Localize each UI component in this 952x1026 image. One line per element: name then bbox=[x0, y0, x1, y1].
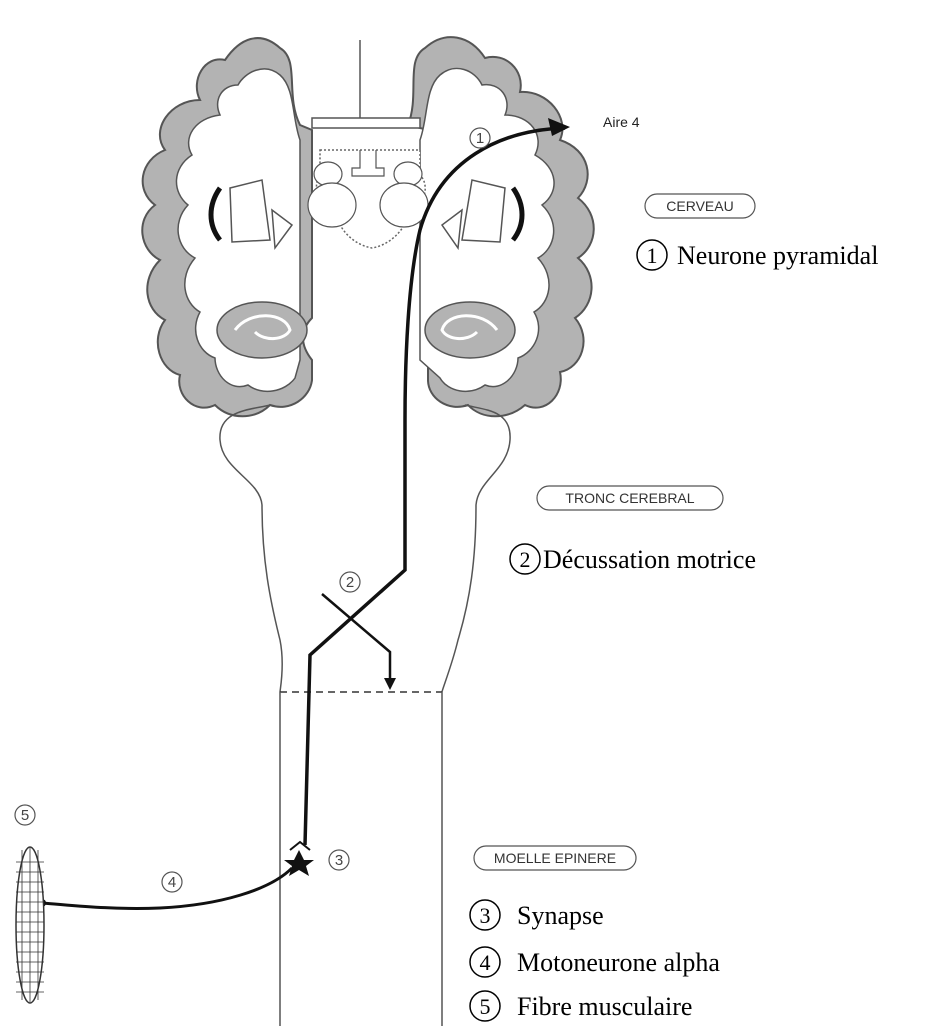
svg-text:5: 5 bbox=[21, 807, 29, 824]
svg-text:Motoneurone alpha: Motoneurone alpha bbox=[517, 948, 720, 977]
marker-4: 4 bbox=[162, 872, 182, 892]
region-label-tronc: TRONC CEREBRAL bbox=[537, 486, 723, 510]
svg-text:5: 5 bbox=[480, 994, 491, 1019]
legend-item-3: 3 Synapse bbox=[470, 900, 604, 930]
corpus-callosum bbox=[312, 118, 420, 128]
brainstem-outline bbox=[220, 405, 510, 692]
area-4-label: Aire 4 bbox=[603, 114, 640, 130]
central-structures bbox=[308, 150, 428, 248]
svg-text:TRONC CEREBRAL: TRONC CEREBRAL bbox=[565, 490, 694, 506]
svg-text:Synapse: Synapse bbox=[517, 901, 604, 930]
marker-3: 3 bbox=[329, 850, 349, 870]
svg-text:MOELLE EPINERE: MOELLE EPINERE bbox=[494, 850, 616, 866]
svg-text:1: 1 bbox=[476, 130, 484, 147]
region-label-moelle: MOELLE EPINERE bbox=[474, 846, 636, 870]
brain-coronal-section bbox=[142, 37, 593, 416]
marker-5: 5 bbox=[15, 805, 35, 825]
spinal-cord bbox=[280, 692, 442, 1026]
svg-text:4: 4 bbox=[168, 874, 176, 891]
legend-item-2: 2 Décussation motrice bbox=[510, 544, 756, 574]
legend-item-5: 5 Fibre musculaire bbox=[470, 991, 692, 1021]
svg-text:1: 1 bbox=[647, 243, 658, 268]
svg-text:2: 2 bbox=[520, 547, 531, 572]
legend-item-4: 4 Motoneurone alpha bbox=[470, 947, 720, 977]
legend-item-1: 1 Neurone pyramidal bbox=[637, 240, 878, 270]
svg-text:3: 3 bbox=[480, 903, 491, 928]
region-label-cerveau: CERVEAU bbox=[645, 194, 755, 218]
svg-text:2: 2 bbox=[346, 574, 354, 591]
marker-1: 1 bbox=[470, 128, 490, 148]
svg-text:Fibre musculaire: Fibre musculaire bbox=[517, 992, 692, 1021]
muscle-fiber bbox=[16, 847, 44, 1003]
decussation-branch bbox=[322, 594, 390, 682]
left-temporal-lobe bbox=[217, 302, 307, 358]
svg-text:3: 3 bbox=[335, 852, 343, 869]
marker-2: 2 bbox=[340, 572, 360, 592]
svg-text:CERVEAU: CERVEAU bbox=[666, 198, 733, 214]
right-temporal-lobe bbox=[425, 302, 515, 358]
arrowhead-branch bbox=[384, 678, 396, 690]
svg-text:Neurone pyramidal: Neurone pyramidal bbox=[677, 241, 878, 270]
svg-text:4: 4 bbox=[480, 950, 491, 975]
svg-text:Décussation motrice: Décussation motrice bbox=[543, 545, 756, 574]
